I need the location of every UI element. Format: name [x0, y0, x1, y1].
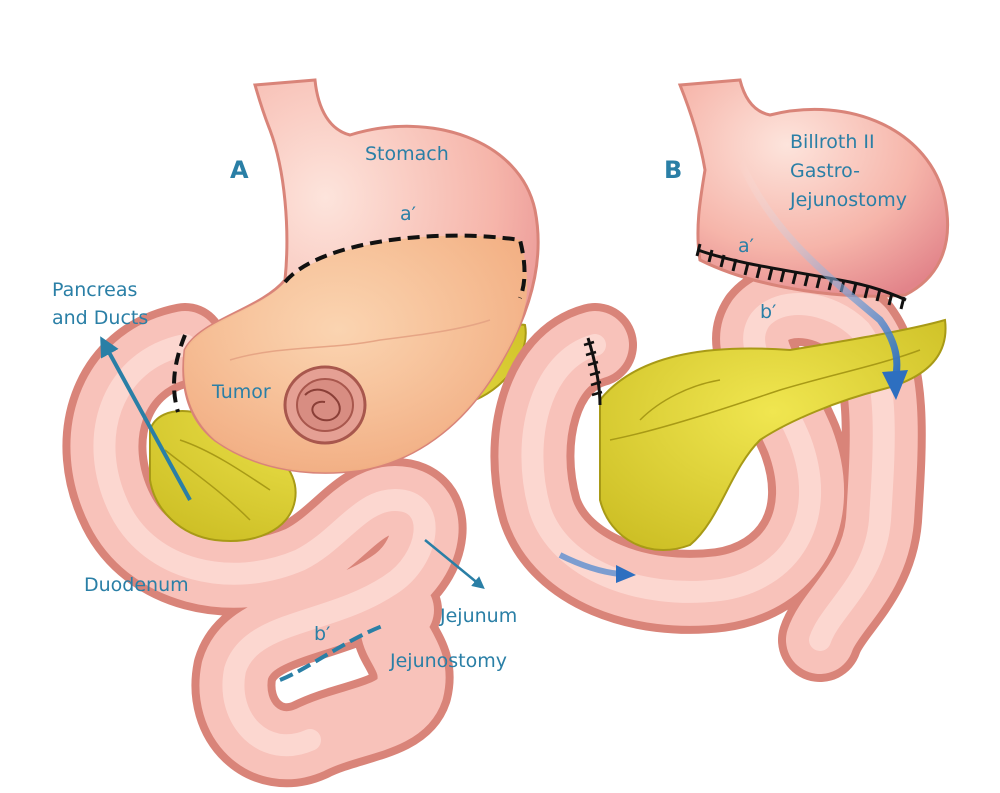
label-jejunum: Jejunum	[439, 605, 517, 627]
resection-line-duodenum	[172, 334, 187, 413]
jejunum-pointer-arrow	[424, 539, 485, 589]
jejunostomy-line	[279, 623, 386, 682]
label-b-prime: b′	[314, 623, 330, 645]
label-a-prime: a′	[400, 203, 416, 225]
panel-a-letter: A	[230, 156, 249, 184]
duodenal-stump-sutures	[583, 337, 603, 406]
label-billroth-line1: Billroth II	[790, 131, 875, 153]
flow-arrow-efferent	[736, 158, 901, 381]
label-b-a-prime: a′	[738, 235, 754, 257]
flow-arrow-afferent	[558, 552, 621, 577]
label-stomach: Stomach	[365, 143, 449, 165]
label-duodenum: Duodenum	[84, 574, 189, 596]
panel-a: A Stomach a′ Pancreas and Ducts Tumor Du…	[52, 78, 540, 788]
label-pancreas-line1: Pancreas	[52, 279, 137, 301]
pancreas-b	[599, 318, 947, 551]
label-tumor: Tumor	[211, 381, 271, 403]
resected-region-a	[184, 235, 528, 473]
flow-arrow-efferent-head	[882, 370, 908, 400]
label-b-b-prime: b′	[760, 301, 776, 323]
label-jejunostomy: Jejunostomy	[389, 650, 507, 672]
gastric-remnant-b	[677, 78, 950, 298]
label-billroth-line3: Jejunostomy	[789, 189, 907, 211]
tumor	[283, 365, 367, 445]
label-billroth-line2: Gastro-	[790, 160, 860, 182]
panel-b-letter: B	[664, 156, 682, 184]
label-pancreas-line2: and Ducts	[52, 307, 148, 329]
pancreas-pointer-arrow	[100, 336, 192, 501]
panel-b: B Billroth II Gastro- Jejunostomy a′ b′	[490, 78, 950, 682]
flow-arrow-afferent-head	[616, 565, 636, 583]
resection-line-stomach	[283, 233, 527, 299]
